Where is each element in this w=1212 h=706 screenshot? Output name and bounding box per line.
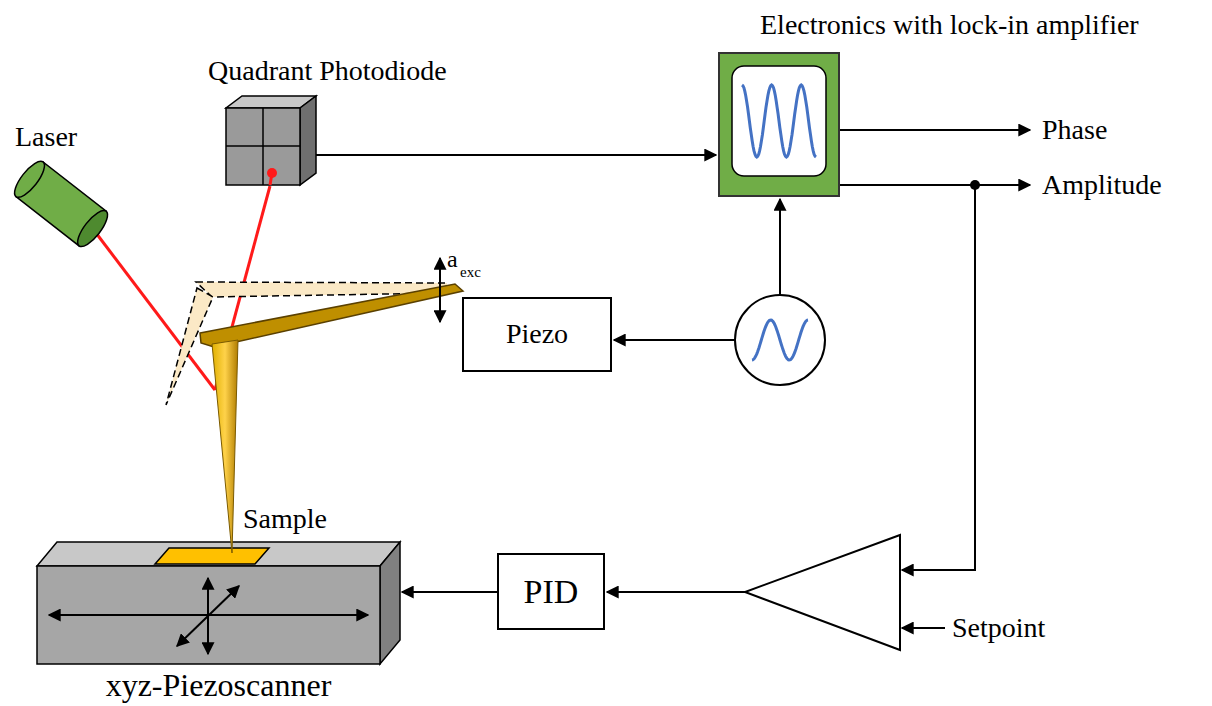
piezo-box: Piezo (462, 297, 612, 372)
excitation-subscript: exc (460, 264, 481, 281)
oscillator-wave (752, 320, 808, 360)
excitation-arrow (439, 258, 441, 322)
output-label: Amplitude (1042, 170, 1162, 201)
wire (607, 591, 745, 593)
input-label: Setpoint (952, 613, 1045, 644)
laser-source: Laser (10, 160, 120, 255)
quadrant-photodiode-shape (226, 96, 316, 185)
component-label: xyz-Piezoscanner (106, 668, 332, 703)
feedback-wire (902, 185, 975, 570)
cantilever (200, 284, 463, 347)
laser-source-shape (10, 160, 120, 255)
pid-box: PID (497, 553, 605, 630)
box-label: Piezo (506, 319, 568, 350)
component-label: Laser (15, 122, 77, 153)
lock-in-amplifier-shape (718, 52, 840, 197)
afm-tip (212, 340, 238, 553)
piezo-scanner: xyz-Piezoscanner (37, 542, 400, 664)
phase-output (840, 129, 1030, 131)
comparator (745, 535, 900, 650)
output-label: Phase (1042, 115, 1107, 146)
lock-in-amplifier: Electronics with lock-in amplifier (718, 52, 840, 197)
wire (614, 339, 735, 341)
signal-arrow (402, 591, 497, 593)
oscillator (735, 295, 825, 385)
sample-label: Sample (243, 504, 327, 535)
quadrant-photodiode: Quadrant Photodiode (226, 96, 316, 185)
excitation-label: a (447, 246, 458, 272)
signal-arrow (316, 154, 716, 156)
wire (779, 199, 781, 295)
piezo-scanner-shape (37, 542, 400, 664)
component-label: Electronics with lock-in amplifier (760, 10, 1139, 41)
amplitude-output (840, 184, 1030, 186)
box-label: PID (524, 573, 579, 610)
setpoint-wire (902, 627, 945, 629)
tip-ghost (166, 288, 213, 405)
component-label: Quadrant Photodiode (208, 56, 447, 87)
